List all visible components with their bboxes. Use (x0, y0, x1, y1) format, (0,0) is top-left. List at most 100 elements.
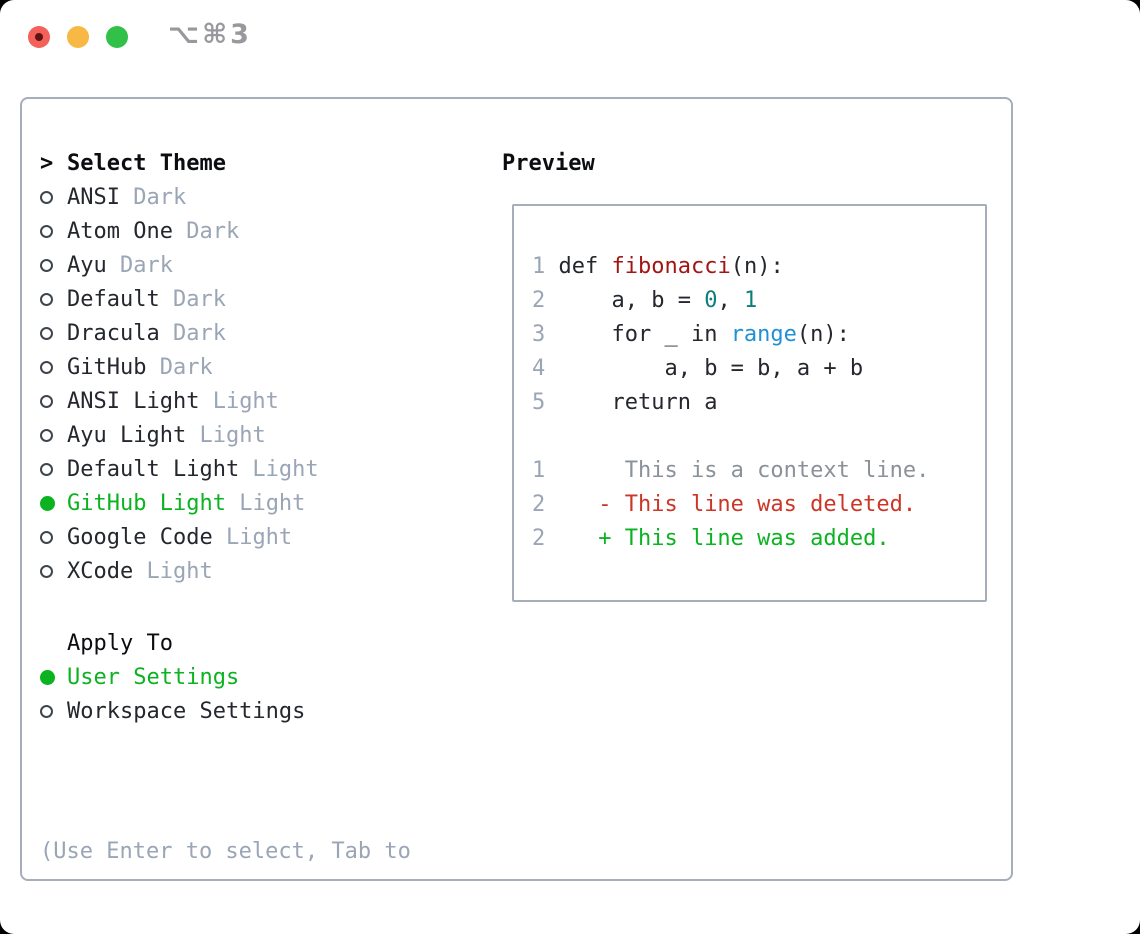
option-text: Default Dark (67, 287, 226, 312)
variant-badge: Dark (146, 354, 213, 380)
code-segment: a, b = (545, 288, 705, 313)
radio-slot (40, 704, 67, 718)
theme-option-dracula-dark[interactable]: Dracula Dark (40, 316, 411, 350)
option-name: Workspace Settings (67, 698, 306, 724)
option-name: ANSI Light (67, 388, 200, 414)
option-name: Default (67, 286, 160, 312)
radio-selected-icon (40, 669, 55, 685)
apply-option-user-settings[interactable]: User Settings (40, 660, 411, 694)
option-name: ANSI (67, 184, 120, 210)
theme-option-github-light[interactable]: GitHub Light Light (40, 486, 411, 520)
theme-option-atom-one-dark[interactable]: Atom One Dark (40, 214, 411, 248)
variant-badge: Dark (159, 286, 226, 312)
variant-badge: Light (133, 558, 213, 584)
line-number: 2 (532, 288, 546, 313)
code-line (532, 420, 985, 454)
option-text: User Settings (67, 665, 239, 690)
select-theme-label: Select Theme (67, 150, 226, 176)
theme-option-default-light[interactable]: Default Light Light (40, 452, 411, 486)
code-line: 1 This is a context line. (532, 454, 985, 488)
radio-icon (40, 564, 53, 578)
variant-badge: Light (212, 524, 293, 550)
theme-option-ansi-light[interactable]: ANSI Light Light (40, 384, 411, 418)
select-theme-header: > Select Theme (40, 146, 411, 180)
radio-slot (40, 428, 67, 442)
radio-icon (40, 258, 53, 272)
radio-icon (40, 360, 53, 374)
preview-header: Preview (502, 146, 595, 180)
radio-slot (40, 462, 67, 476)
code-segment: a, b = b, a + b (545, 356, 864, 381)
close-button[interactable] (28, 26, 50, 48)
option-name: Default Light (67, 456, 240, 482)
variant-badge: Dark (106, 252, 173, 278)
theme-option-xcode-light[interactable]: XCode Light (40, 554, 411, 588)
code-segment: fibonacci (611, 254, 731, 279)
radio-icon (40, 530, 53, 544)
option-name: XCode (67, 558, 134, 584)
line-number: 1 (532, 254, 559, 279)
minimize-button[interactable] (67, 26, 89, 48)
keyboard-hint: (Use Enter to select, Tab to change focu… (40, 767, 411, 934)
radio-slot (40, 495, 67, 511)
variant-badge: Light (199, 388, 279, 414)
option-name: Google Code (67, 524, 213, 550)
zoom-button[interactable] (106, 26, 128, 48)
radio-slot (40, 669, 67, 685)
radio-icon (40, 462, 53, 476)
option-text: Google Code Light (67, 525, 292, 550)
traffic-lights (28, 26, 128, 48)
theme-option-google-code-light[interactable]: Google Code Light (40, 520, 411, 554)
line-number: 5 (532, 390, 546, 415)
radio-slot (40, 190, 67, 204)
prompt-caret-icon: > (40, 150, 54, 176)
keyboard-hint-line: (Use Enter to select, Tab to (40, 839, 411, 864)
code-segment: 1 (743, 288, 758, 313)
option-text: GitHub Light Light (67, 491, 305, 516)
radio-selected-icon (40, 495, 55, 511)
code-line: 2 a, b = 0, 1 (532, 284, 985, 318)
radio-icon (40, 292, 53, 306)
line-number: 4 (532, 356, 546, 381)
option-name: Ayu (67, 252, 107, 278)
code-segment: range (730, 322, 797, 347)
option-text: Ayu Dark (67, 253, 173, 278)
radio-icon (40, 326, 53, 340)
option-text: ANSI Light Light (67, 389, 279, 414)
theme-option-default-dark[interactable]: Default Dark (40, 282, 411, 316)
line-number: 2 (532, 492, 546, 517)
unsaved-dot-icon (35, 33, 43, 41)
radio-slot (40, 360, 67, 374)
theme-option-github-dark[interactable]: GitHub Dark (40, 350, 411, 384)
code-segment: for _ in (545, 322, 731, 347)
radio-icon (40, 224, 53, 238)
code-line: 3 for _ in range(n): (532, 318, 985, 352)
radio-slot (40, 258, 67, 272)
theme-option-ayu-dark[interactable]: Ayu Dark (40, 248, 411, 282)
radio-slot (40, 394, 67, 408)
code-line: 1 def fibonacci(n): (532, 250, 985, 284)
code-segment: 0 (704, 288, 718, 313)
code-segment: , (717, 288, 744, 313)
code-line: 2 - This line was deleted. (532, 488, 985, 522)
code-segment: - This line was deleted. (545, 492, 917, 517)
code-segment: This is a context line. (545, 458, 930, 483)
option-name: User Settings (67, 664, 240, 690)
theme-option-ayu-light[interactable]: Ayu Light Light (40, 418, 411, 452)
option-text: Dracula Dark (67, 321, 226, 346)
variant-badge: Dark (172, 218, 240, 244)
code-segment: + This line was added. (545, 526, 890, 551)
theme-option-ansi-dark[interactable]: ANSI Dark (40, 180, 411, 214)
apply-option-workspace-settings[interactable]: Workspace Settings (40, 694, 411, 728)
line-number: 2 (532, 526, 546, 551)
option-name: Atom One (67, 218, 173, 244)
radio-icon (40, 428, 53, 442)
